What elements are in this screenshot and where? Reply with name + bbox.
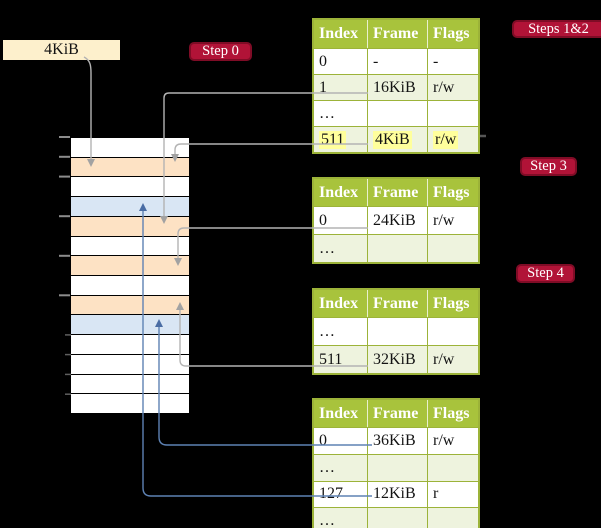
frame-row-white (71, 138, 189, 158)
physical-memory-strip (70, 137, 190, 414)
badge-step-0: Step 0 (189, 42, 252, 61)
badge-steps-1-2: Steps 1&2 (512, 20, 601, 38)
frame-row-white (71, 374, 189, 395)
frame-row-orange (71, 295, 189, 316)
table-cell (368, 454, 428, 481)
table-cell (428, 235, 478, 262)
column-header: Index (314, 400, 368, 427)
column-header: Frame (368, 290, 428, 317)
column-header: Index (314, 179, 368, 206)
table-cell: r/w (433, 431, 455, 449)
frame-row-orange (71, 256, 189, 277)
table-cell: 24KiB (368, 207, 428, 234)
frame-row-white (71, 276, 189, 296)
table-cell: … (314, 508, 368, 528)
table-cell: r/w (433, 211, 455, 229)
table-cell: 32KiB (368, 346, 428, 373)
table-row: … (314, 100, 478, 126)
column-header: Index (314, 290, 368, 317)
column-header: Flags (433, 404, 470, 422)
table-cell: … (314, 235, 368, 262)
frame-row-orange (71, 157, 189, 178)
badge-step-3: Step 3 (520, 157, 577, 176)
table-cell (428, 101, 478, 126)
column-header: Frame (368, 400, 428, 427)
table-cell: 36KiB (368, 428, 428, 454)
table-cell: - (433, 52, 439, 70)
table-cell: - (368, 49, 428, 74)
table-cell: 127 (314, 481, 368, 508)
frame-row-orange (71, 216, 189, 237)
table-cell: 0 (314, 49, 368, 74)
table-cell: 0 (314, 207, 368, 234)
table-row: … (314, 453, 478, 481)
table-cell: … (314, 101, 368, 126)
column-header: Frame (368, 179, 428, 206)
highlighted-value: 511 (319, 130, 347, 149)
table-cell: 0 (314, 428, 368, 454)
highlighted-value: 4KiB (373, 130, 412, 149)
table-row: … (314, 507, 478, 528)
frame-row-white (71, 177, 189, 198)
page-size-label: 4KiB (3, 40, 120, 60)
table-row: 0-- (314, 48, 478, 74)
table-cell: 4KiB (368, 127, 428, 152)
frame-row-white (71, 335, 189, 355)
table-cell: r/w (428, 127, 478, 152)
table-cell (368, 101, 428, 126)
frame-row-blue (71, 315, 189, 336)
table-cell (428, 318, 478, 345)
frame-row-white (71, 354, 189, 375)
table-cell (368, 508, 428, 528)
table-cell: … (314, 454, 368, 481)
table-row: 511 4KiB r/w (314, 126, 478, 152)
column-header: Flags (433, 25, 470, 42)
table-cell: 1 (314, 75, 368, 100)
table-cell: r/w (433, 78, 455, 96)
frame-row-white (71, 394, 189, 414)
table-row: … (314, 317, 478, 345)
column-header: Frame (368, 20, 428, 48)
table-cell: … (314, 318, 368, 345)
column-header: Index (314, 20, 368, 48)
frame-row-blue (71, 197, 189, 217)
table-cell: 16KiB (368, 75, 428, 100)
table-cell: r (433, 485, 439, 503)
badge-step-4: Step 4 (516, 264, 575, 283)
table-row: … (314, 234, 478, 262)
table-cell: r/w (433, 350, 455, 368)
table-cell: 511 (314, 346, 368, 373)
column-header: Flags (433, 294, 470, 312)
frame-row-white (71, 236, 189, 257)
table-cell (368, 318, 428, 345)
table-cell: 12KiB (368, 481, 428, 508)
table-cell (428, 508, 478, 528)
table-cell (368, 235, 428, 262)
table-cell: 511 (314, 127, 368, 152)
column-header: Flags (433, 183, 470, 201)
table-cell (428, 455, 478, 481)
highlighted-value: r/w (433, 130, 459, 149)
